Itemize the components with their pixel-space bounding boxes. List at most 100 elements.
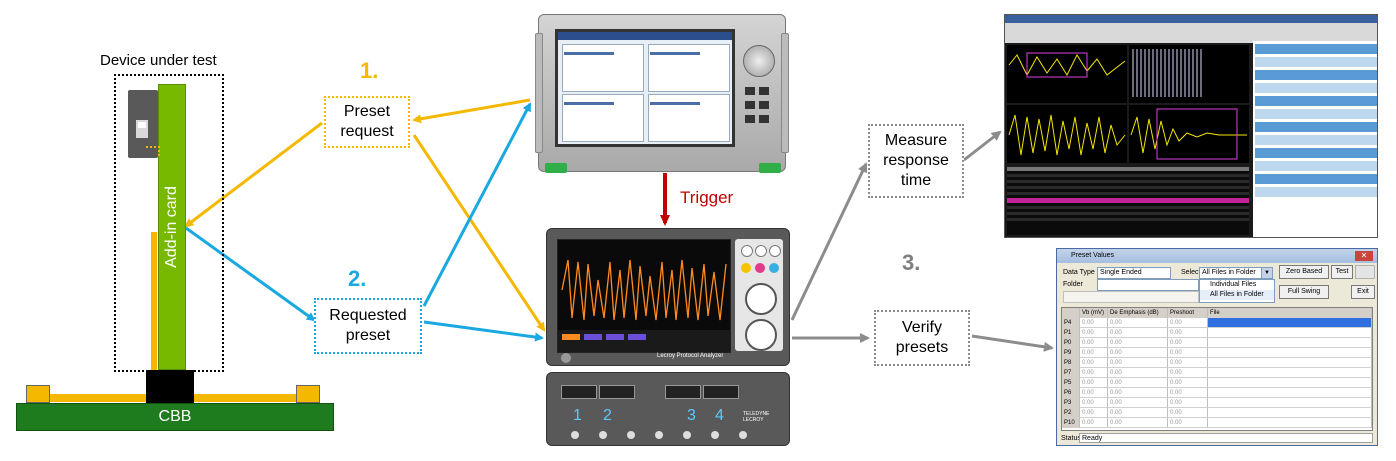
arrow-card-to-requested-preset xyxy=(185,226,316,322)
cell-file xyxy=(1208,348,1372,358)
step-one: 1. xyxy=(360,58,379,83)
grid-header: Vb (mV) De Emphasis (dB) Preshoot (dB) F… xyxy=(1062,308,1372,326)
data-type-select[interactable]: Single Ended xyxy=(1097,267,1171,279)
card-riser xyxy=(151,232,157,392)
protocol-analyzer: Lecroy Protocol Analyzer xyxy=(546,228,790,366)
card-trace xyxy=(146,146,160,156)
step-two: 2. xyxy=(348,266,367,291)
cell-preshoot: 0.00 xyxy=(1168,388,1208,398)
dialog-title-bar: Preset Values ✕ xyxy=(1057,249,1377,263)
card-label: Add-in card xyxy=(163,186,180,268)
full-swing-button[interactable]: Full Swing xyxy=(1279,285,1329,299)
cell-preshoot: 0.00 xyxy=(1168,338,1208,348)
status-value: Ready xyxy=(1079,433,1373,443)
cell-file xyxy=(1208,368,1372,378)
col-de-emphasis: De Emphasis (dB) xyxy=(1108,308,1168,318)
analyzer-module: 1 2 3 4 TELEDYNE LECROY xyxy=(546,372,790,446)
generator-screen xyxy=(555,29,735,147)
col-file: File xyxy=(1208,308,1372,318)
row-id: P9 xyxy=(1062,348,1080,358)
trigger-label: Trigger xyxy=(680,188,734,207)
arrow-generator-to-preset-request xyxy=(412,98,531,124)
arrow-requested-preset-to-generator xyxy=(422,102,532,307)
analyzer-screen xyxy=(557,239,731,353)
row-id: P2 xyxy=(1062,408,1080,418)
cell-vb: 0.00 xyxy=(1080,398,1108,408)
data-type-label: Data Type xyxy=(1063,269,1095,276)
chevron-down-icon[interactable]: ▼ xyxy=(1261,267,1273,279)
arrow-requested-preset-to-analyzer xyxy=(423,320,544,342)
folder-label: Folder xyxy=(1063,281,1083,288)
cell-preshoot: 0.00 xyxy=(1168,318,1208,328)
row-id: P10 xyxy=(1062,418,1080,428)
analyzer-brand: TELEDYNE LECROY xyxy=(743,411,770,423)
cell-preshoot: 0.00 xyxy=(1168,348,1208,358)
folder-input[interactable] xyxy=(1097,279,1199,291)
cell-vb: 0.00 xyxy=(1080,338,1108,348)
arrow-verify-to-dialog xyxy=(971,334,1054,352)
cbb-board: CBB xyxy=(16,403,334,431)
cell-preshoot: 0.00 xyxy=(1168,328,1208,338)
zero-based-button[interactable]: Zero Based xyxy=(1279,265,1329,279)
cell-preshoot: 0.00 xyxy=(1168,358,1208,368)
cell-de-emphasis: 0.00 xyxy=(1108,398,1168,408)
cell-vb: 0.00 xyxy=(1080,418,1108,428)
row-id: P1 xyxy=(1062,328,1080,338)
dropdown-option-individual[interactable]: Individual Files xyxy=(1210,281,1257,288)
cell-de-emphasis: 0.00 xyxy=(1108,358,1168,368)
cell-de-emphasis: 0.00 xyxy=(1108,378,1168,388)
row-id: P5 xyxy=(1062,378,1080,388)
cell-vb: 0.00 xyxy=(1080,328,1108,338)
dut-label: Device under test xyxy=(100,52,217,69)
cbb-connector-left xyxy=(26,385,50,403)
cell-file xyxy=(1208,388,1372,398)
arrow-preset-request-to-analyzer xyxy=(412,134,546,332)
arrow-measure-to-screenshot xyxy=(963,130,1002,162)
cell-preshoot: 0.00 xyxy=(1168,418,1208,428)
measure-response-box: Measure response time xyxy=(868,124,964,198)
dialog-title: Preset Values xyxy=(1071,252,1115,259)
exit-button[interactable]: Exit xyxy=(1351,285,1375,299)
row-id: P3 xyxy=(1062,398,1080,408)
cell-de-emphasis: 0.00 xyxy=(1108,368,1168,378)
step-three: 3. xyxy=(902,250,921,275)
row-id: P4 xyxy=(1062,318,1080,328)
close-icon[interactable]: ✕ xyxy=(1355,251,1373,261)
status-label: Status xyxy=(1061,435,1081,442)
port-label-1: 1 xyxy=(573,407,582,424)
cell-file xyxy=(1208,418,1372,428)
col-preshoot: Preshoot (dB) xyxy=(1168,308,1208,326)
cbb-label: CBB xyxy=(158,408,192,425)
cell-file xyxy=(1208,398,1372,408)
cell-vb: 0.00 xyxy=(1080,358,1108,368)
select-label: Select xyxy=(1181,269,1201,276)
test-button[interactable]: Test xyxy=(1331,265,1353,279)
port-label-3: 3 xyxy=(687,407,696,424)
cell-de-emphasis: 0.00 xyxy=(1108,338,1168,348)
cell-vb: 0.00 xyxy=(1080,348,1108,358)
port-label-2: 2 xyxy=(603,407,612,424)
cell-vb: 0.00 xyxy=(1080,378,1108,388)
cell-file xyxy=(1208,358,1372,368)
arrow-analyzer-to-measure xyxy=(790,162,868,321)
cell-vb: 0.00 xyxy=(1080,318,1108,328)
cell-vb: 0.00 xyxy=(1080,368,1108,378)
port-label-4: 4 xyxy=(715,407,724,424)
file-input[interactable] xyxy=(1063,291,1199,303)
verify-presets-box: Verify presets xyxy=(874,310,970,366)
select-dropdown[interactable]: All Files in Folder xyxy=(1199,267,1263,279)
dropdown-option-all[interactable]: All Files in Folder xyxy=(1200,290,1274,300)
